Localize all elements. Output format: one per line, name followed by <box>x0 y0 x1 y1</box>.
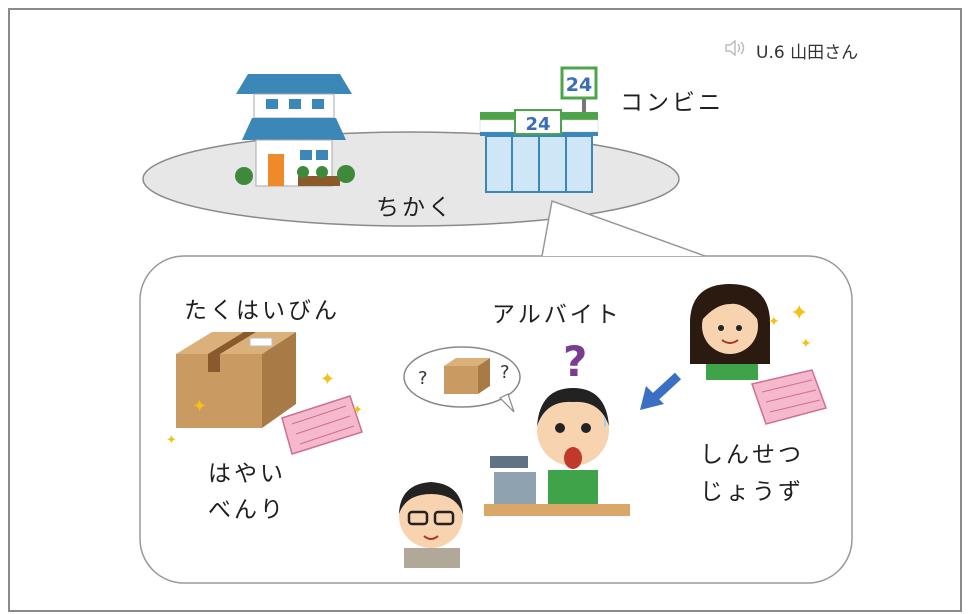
label-conbini: コンビニ <box>620 90 724 116</box>
label-jouzu: じょうず <box>700 479 804 505</box>
svg-text:✦: ✦ <box>166 433 177 448</box>
question-mark-icon: ? <box>563 337 587 386</box>
parcel-box-illustration: ✦ ✦ ✦ ✦ <box>166 332 363 455</box>
arrow-icon <box>640 372 682 410</box>
clerk-illustration: ✦ ✦ ✦ <box>690 284 827 425</box>
label-chikaku: ちかく <box>376 195 454 221</box>
thought-bubble: ? ? <box>403 346 521 413</box>
svg-text:✦: ✦ <box>192 396 207 417</box>
storefront-sign-number: 24 <box>525 114 550 135</box>
speech-balloon-panel <box>139 199 853 584</box>
label-hayai: はやい <box>208 461 286 487</box>
label-takuhaibin: たくはいびん <box>184 298 340 324</box>
label-benri: べんり <box>208 497 286 523</box>
audio-narration-label[interactable]: U.6 山田さん <box>724 38 858 63</box>
svg-text:✦: ✦ <box>800 336 812 352</box>
convenience-store-illustration: 24 24 <box>479 66 599 193</box>
house-illustration <box>235 74 355 187</box>
svg-text:✦: ✦ <box>790 301 808 326</box>
thought-question-left: ? <box>418 368 428 389</box>
speaker-name: U.6 山田さん <box>756 43 859 63</box>
svg-text:✦: ✦ <box>352 403 363 418</box>
label-shinsetsu: しんせつ <box>700 442 804 468</box>
part-time-worker-illustration <box>484 388 630 516</box>
svg-text:✦: ✦ <box>768 314 780 330</box>
pole-sign-number: 24 <box>566 74 592 96</box>
speaker-icon[interactable] <box>724 39 746 62</box>
thought-question-right: ? <box>500 362 510 383</box>
svg-text:✦: ✦ <box>320 369 335 390</box>
customer-illustration <box>399 482 463 568</box>
label-arubaito: アルバイト <box>492 302 622 328</box>
